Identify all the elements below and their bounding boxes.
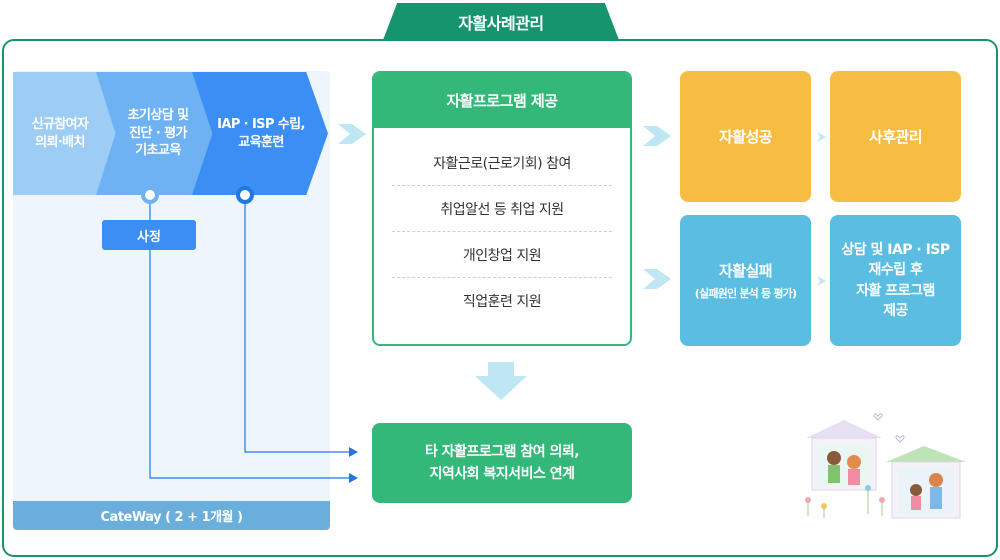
page-title: 자활사례관리 xyxy=(383,3,619,40)
stage-initial-counsel: 초기상담 및 진단 · 평가 기초교육 xyxy=(96,72,218,195)
gateway-footer: CateWay ( 2 + 1개월 ) xyxy=(13,501,330,530)
stage-referral-label: 신규참여자 의뢰·배치 xyxy=(31,116,89,150)
program-item: 취업알선 등 취업 지원 xyxy=(392,186,612,232)
chevron-right-icon xyxy=(643,126,671,146)
stage-marker xyxy=(236,186,254,204)
program-box: 자활프로그램 제공 자활근로(근로기회) 참여 취업알선 등 취업 지원 개인창… xyxy=(372,71,632,346)
outcome-failure-label: 자활실패 xyxy=(718,262,773,280)
outcome-failure-sub: (실패원인 분석 등 평가) xyxy=(694,287,797,300)
linkage-label: 타 자활프로그램 참여 의뢰, 지역사회 복지서비스 연계 xyxy=(424,443,580,482)
family-house-illustration xyxy=(805,413,966,519)
outcome-failure: 자활실패 (실패원인 분석 등 평가) xyxy=(680,215,811,346)
stage-marker xyxy=(141,186,159,204)
program-item: 자활근로(근로기회) 참여 xyxy=(392,140,612,186)
chevron-right-icon xyxy=(338,124,366,144)
assessment-badge: 사정 xyxy=(102,220,196,250)
outcome-success-label: 자활성공 xyxy=(718,128,773,146)
stage-iap-isp-label: IAP · ISP 수립, 교육훈련 xyxy=(217,116,305,150)
linkage-box: 타 자활프로그램 참여 의뢰, 지역사회 복지서비스 연계 xyxy=(372,423,632,503)
chevron-right-icon xyxy=(643,269,671,289)
chevron-right-icon xyxy=(817,276,826,286)
outcome-aftercare-label: 사후관리 xyxy=(868,128,923,146)
outcome-retry: 상담 및 IAP · ISP 재수립 후 자활 프로그램 제공 xyxy=(830,215,961,346)
chevron-right-icon xyxy=(817,132,826,142)
stage-initial-counsel-label: 초기상담 및 진단 · 평가 기초교육 xyxy=(127,108,189,159)
outcome-retry-label: 상담 및 IAP · ISP 재수립 후 자활 프로그램 제공 xyxy=(841,241,950,319)
stage-iap-isp: IAP · ISP 수립, 교육훈련 xyxy=(192,72,328,195)
arrow-down-icon xyxy=(475,362,527,400)
program-title: 자활프로그램 제공 xyxy=(374,73,630,128)
outcome-success: 자활성공 xyxy=(680,71,811,202)
program-item: 직업훈련 지원 xyxy=(462,294,542,310)
program-item: 개인창업 지원 xyxy=(392,232,612,278)
program-list: 자활근로(근로기회) 참여 취업알선 등 취업 지원 개인창업 지원 직업훈련 … xyxy=(374,128,630,324)
outcome-aftercare: 사후관리 xyxy=(830,71,961,202)
